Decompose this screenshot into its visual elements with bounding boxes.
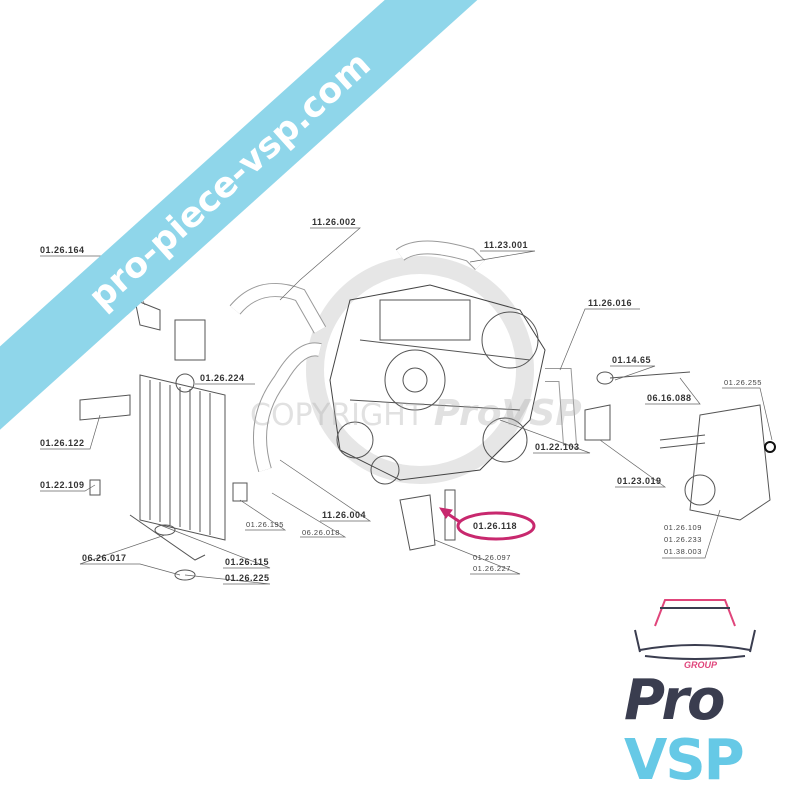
- highlighted-part-label: 01.26.118: [473, 521, 518, 531]
- part-label: 01.26.224: [200, 373, 245, 383]
- radiator-drawing: [129, 373, 226, 561]
- part-label: 11.26.004: [322, 510, 367, 520]
- part-label: 01.14.65: [612, 355, 652, 365]
- logo-vsp-text: VSP: [624, 728, 745, 793]
- copyright-watermark: COPYRIGHT ProVSP: [250, 394, 582, 434]
- part-label: 01.26.233: [664, 535, 702, 544]
- part-label: 06.26.018: [302, 528, 340, 537]
- gearbox-drawing: [659, 404, 776, 521]
- part-label: 01.23.019: [617, 476, 662, 486]
- logo-pro-text: Pro: [624, 668, 725, 733]
- part-label: 01.22.103: [535, 442, 580, 452]
- part-label: 01.22.109: [40, 480, 85, 490]
- highlight-circle: [456, 511, 536, 541]
- part-label: 06.26.017: [82, 553, 127, 563]
- logo-car-icon: [634, 599, 756, 660]
- part-label: 01.26.109: [664, 523, 702, 532]
- highlight-arrowhead: [439, 507, 453, 519]
- part-label: 06.16.088: [647, 393, 692, 403]
- watermark-prefix: COPYRIGHT: [250, 398, 425, 433]
- part-label: 11.26.016: [588, 298, 633, 308]
- hose-drawings: [229, 240, 577, 473]
- part-label: 01.38.003: [664, 547, 702, 556]
- part-label: 01.26.122: [40, 438, 85, 448]
- part-label: 11.26.002: [312, 217, 357, 227]
- part-label: 01.26.195: [246, 520, 284, 529]
- part-label: 01.26.225: [225, 573, 270, 583]
- watermark-brand: ProVSP: [433, 393, 582, 434]
- part-label: 01.26.255: [724, 378, 762, 387]
- part-label: 01.26.097: [473, 553, 511, 562]
- part-label: 01.26.164: [40, 245, 85, 255]
- part-label: 11.23.001: [484, 240, 529, 250]
- part-label: 01.26.115: [225, 557, 270, 567]
- engine-drawing: [306, 256, 546, 485]
- part-label: 01.26.227: [473, 564, 511, 573]
- logo-group-text: GROUP: [684, 660, 718, 670]
- small-parts: [79, 299, 691, 581]
